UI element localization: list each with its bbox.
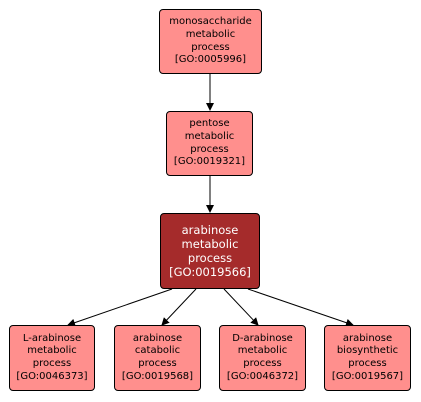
edge-arabinose-to-catabolic [161, 288, 197, 326]
node-arabinose-biosynthetic-process[interactable]: arabinose biosynthetic process [GO:00195… [324, 325, 411, 391]
node-arabinose-metabolic-process[interactable]: arabinose metabolic process [GO:0019566] [160, 213, 260, 289]
edge-arabinose-to-l-arabinose [67, 288, 173, 327]
node-arabinose-catabolic-process[interactable]: arabinose catabolic process [GO:0019568] [114, 325, 201, 391]
edge-arabinose-to-biosynthetic [247, 288, 354, 327]
edge-arabinose-to-d-arabinose [223, 288, 259, 326]
node-l-arabinose-metabolic-process[interactable]: L-arabinose metabolic process [GO:004637… [9, 325, 95, 391]
node-monosaccharide-metabolic-process[interactable]: monosaccharide metabolic process [GO:000… [159, 9, 262, 74]
node-d-arabinose-metabolic-process[interactable]: D-arabinose metabolic process [GO:004637… [219, 325, 306, 391]
node-pentose-metabolic-process[interactable]: pentose metabolic process [GO:0019321] [166, 111, 253, 176]
